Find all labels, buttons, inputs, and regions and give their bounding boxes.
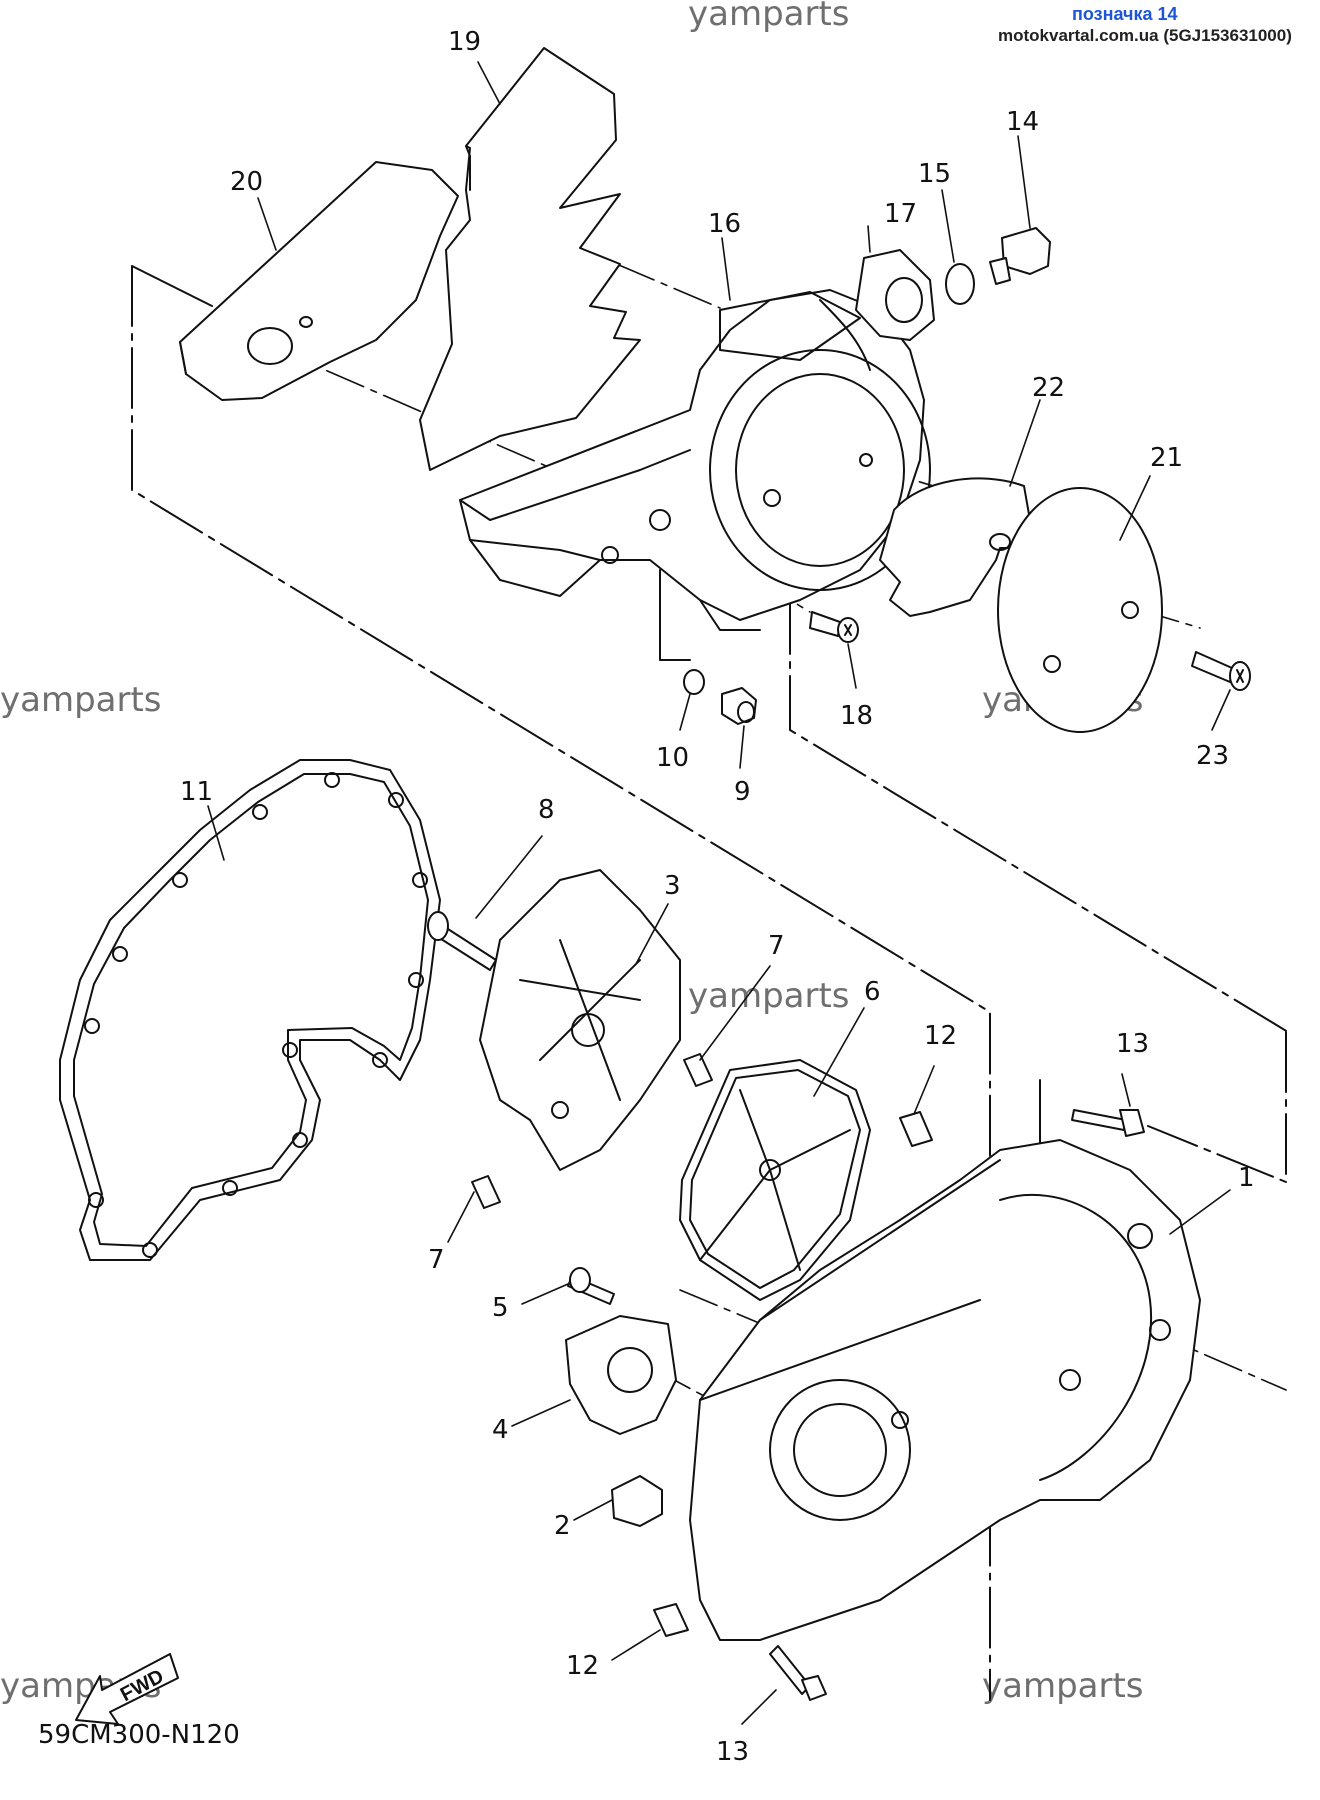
callout-16: 16: [708, 209, 741, 239]
assembly-lines: [131, 265, 1289, 1701]
callout-14: 14: [1006, 107, 1039, 137]
callout-21: 21: [1150, 443, 1183, 473]
watermark: yamparts: [688, 976, 850, 1016]
watermark: yamparts: [982, 1666, 1144, 1706]
part-2-cap: [611, 1475, 663, 1527]
part-9-plug: [721, 687, 757, 725]
part-8-bolt: [427, 911, 497, 971]
part-3-housing: [479, 869, 681, 1171]
callout-23: 23: [1196, 741, 1229, 771]
callout-13a: 13: [1116, 1029, 1149, 1059]
part-22-element: [879, 477, 1031, 617]
part-17-cap: [855, 249, 935, 341]
part-19-plate: [419, 47, 641, 471]
watermark: yamparts: [0, 680, 162, 720]
callout-20: 20: [230, 167, 263, 197]
fwd-arrow-icon: FWD: [75, 1653, 179, 1725]
callout-22: 22: [1032, 373, 1065, 403]
callout-6: 6: [864, 977, 881, 1007]
part-7-dowel: [471, 1053, 713, 1209]
part-12-dowel: [653, 1111, 933, 1637]
callout-2: 2: [554, 1511, 571, 1541]
callout-1: 1: [1238, 1163, 1255, 1193]
callout-10: 10: [656, 743, 689, 773]
part-5-bolt: [567, 1267, 615, 1305]
part-20-plate: [179, 161, 459, 401]
callout-11: 11: [180, 777, 213, 807]
diagram-code: 59CM300-N120: [38, 1720, 240, 1750]
part-18-screw: [809, 611, 859, 643]
part-23-screw: [1191, 651, 1251, 691]
callout-12a: 12: [924, 1021, 957, 1051]
header-site: motokvartal.com.ua (5GJ153631000): [998, 26, 1292, 45]
callout-13b: 13: [716, 1737, 749, 1767]
part-11-gasket: [59, 759, 441, 1261]
callout-9: 9: [734, 777, 751, 807]
leader-lines: [207, 61, 1231, 1725]
part-15-oring: [945, 263, 975, 305]
callout-17: 17: [884, 199, 917, 229]
callout-3: 3: [664, 871, 681, 901]
callout-5: 5: [492, 1293, 509, 1323]
callout-15: 15: [918, 159, 951, 189]
callout-4: 4: [492, 1415, 509, 1445]
watermark: yamparts: [688, 0, 850, 34]
part-6-gasket: [679, 1059, 871, 1301]
part-1-case: [689, 1139, 1201, 1641]
part-10-oring: [683, 669, 705, 695]
callouts: 19 20 16 17 15 14 22 21 18 23 10 9 11 8 …: [180, 27, 1255, 1767]
callout-7b: 7: [428, 1245, 445, 1275]
callout-7a: 7: [768, 931, 785, 961]
callout-12b: 12: [566, 1651, 599, 1681]
header-mark: позначка 14: [1072, 4, 1178, 24]
callout-18: 18: [840, 701, 873, 731]
part-14-plug: [989, 227, 1051, 285]
callout-19: 19: [448, 27, 481, 57]
callout-8: 8: [538, 795, 555, 825]
part-13-bolt: [769, 1109, 1145, 1701]
part-21-disc: [997, 487, 1163, 733]
part-4-plate: [565, 1315, 677, 1435]
